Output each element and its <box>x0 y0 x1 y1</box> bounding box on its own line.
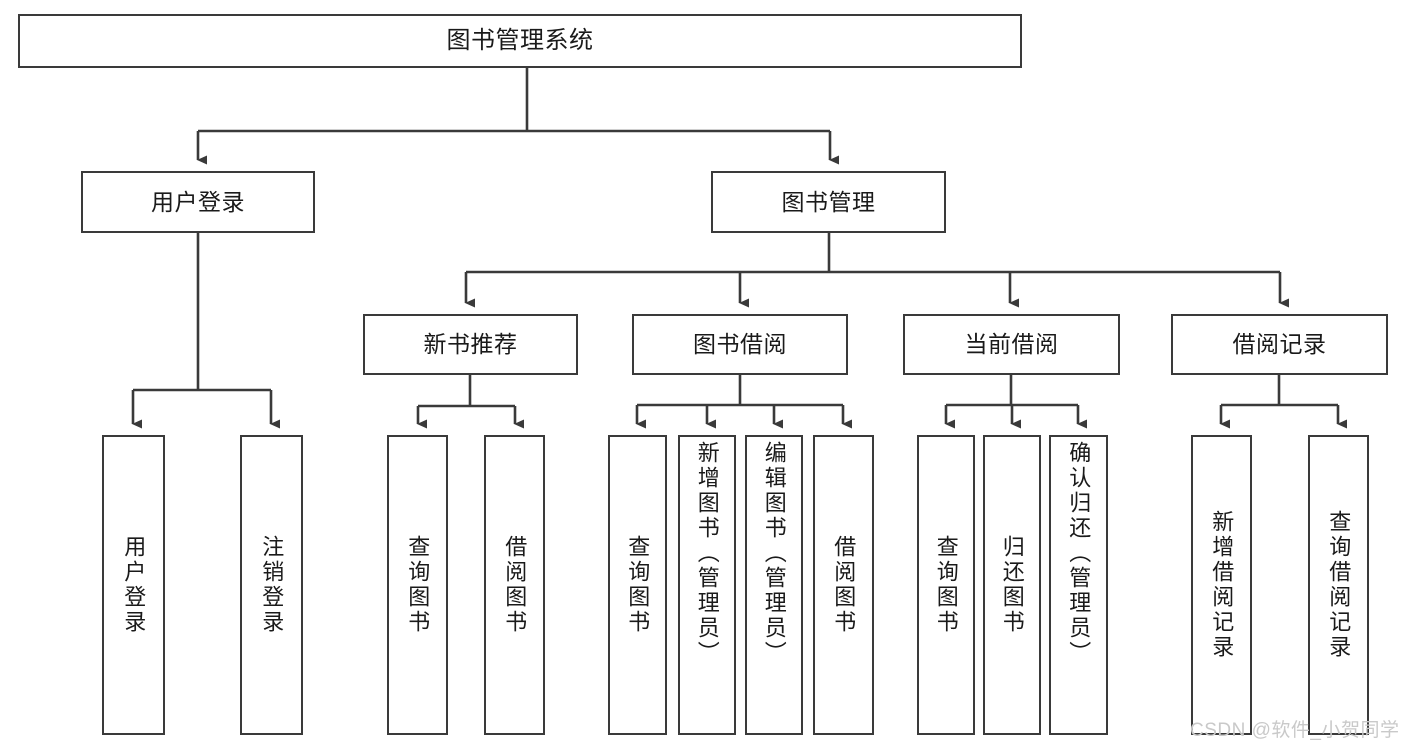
node-label: 借阅图书 <box>831 535 857 635</box>
node-label: 新增借阅记录 <box>1209 510 1235 660</box>
node-label: 当前借阅 <box>964 331 1059 358</box>
node-label: 查询图书 <box>625 535 651 635</box>
node-label: 图书管理 <box>781 188 876 215</box>
node-leaf-borrow-book-rec[interactable]: 借阅图书 <box>484 435 545 735</box>
node-new-book-rec[interactable]: 新书推荐 <box>363 314 578 375</box>
node-leaf-return-book[interactable]: 归还图书 <box>983 435 1041 735</box>
node-label: 新书推荐 <box>423 331 518 358</box>
node-leaf-edit-book[interactable]: 编辑图书（管理员） <box>745 435 803 735</box>
node-root[interactable]: 图书管理系统 <box>18 14 1022 68</box>
node-leaf-query-book[interactable]: 查询图书 <box>608 435 667 735</box>
node-user-login[interactable]: 用户登录 <box>81 171 315 233</box>
node-current-borrow[interactable]: 当前借阅 <box>903 314 1120 375</box>
node-label: 图书管理系统 <box>446 27 594 55</box>
node-leaf-borrow-book[interactable]: 借阅图书 <box>813 435 874 735</box>
node-leaf-add-record[interactable]: 新增借阅记录 <box>1191 435 1252 735</box>
node-label: 新增图书（管理员） <box>694 441 720 666</box>
node-label: 借阅记录 <box>1232 331 1327 358</box>
node-book-manage[interactable]: 图书管理 <box>711 171 946 233</box>
node-borrow-record[interactable]: 借阅记录 <box>1171 314 1388 375</box>
node-label: 查询图书 <box>405 535 431 635</box>
node-leaf-add-book[interactable]: 新增图书（管理员） <box>678 435 736 735</box>
node-leaf-query-record[interactable]: 查询借阅记录 <box>1308 435 1369 735</box>
node-label: 查询图书 <box>933 535 959 635</box>
node-label: 借阅图书 <box>502 535 528 635</box>
node-label: 确认归还（管理员） <box>1066 441 1092 666</box>
node-label: 查询借阅记录 <box>1326 510 1352 660</box>
node-leaf-query-book-rec[interactable]: 查询图书 <box>387 435 448 735</box>
node-label: 用户登录 <box>151 188 245 215</box>
node-leaf-query-current[interactable]: 查询图书 <box>917 435 975 735</box>
watermark-label: CSDN @软件_小贺同学 <box>1190 720 1400 741</box>
node-label: 用户登录 <box>121 535 147 635</box>
node-book-borrow[interactable]: 图书借阅 <box>632 314 848 375</box>
node-label: 注销登录 <box>259 535 285 635</box>
node-leaf-logout[interactable]: 注销登录 <box>240 435 303 735</box>
node-leaf-user-login[interactable]: 用户登录 <box>102 435 165 735</box>
node-label: 图书借阅 <box>693 331 787 358</box>
node-leaf-confirm-return[interactable]: 确认归还（管理员） <box>1049 435 1108 735</box>
node-label: 编辑图书（管理员） <box>761 441 787 666</box>
node-label: 归还图书 <box>999 535 1025 635</box>
